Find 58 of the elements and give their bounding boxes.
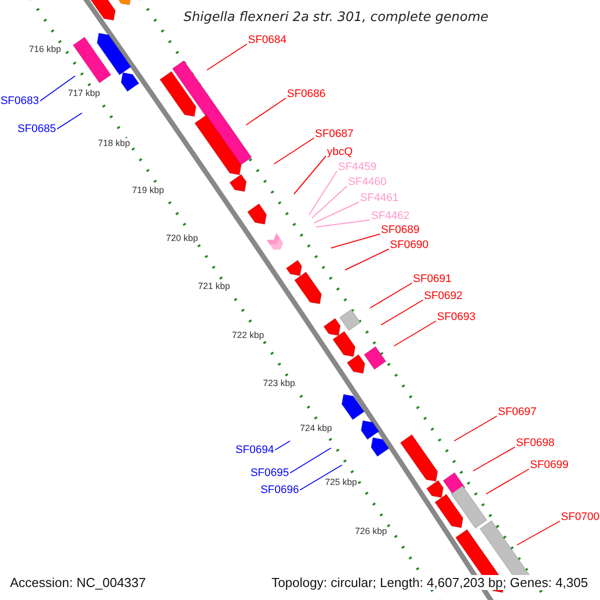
gene-label: SF4459 bbox=[337, 161, 378, 173]
leader-line bbox=[330, 234, 380, 248]
gene-label: SF4462 bbox=[370, 210, 411, 222]
scale-label: 722 kbp bbox=[232, 330, 264, 340]
gene-label: SF4461 bbox=[359, 192, 400, 204]
leader-line bbox=[274, 440, 290, 450]
map-title: Shigella flexneri 2a str. 301, complete genome bbox=[184, 10, 488, 25]
gene-label: SF0692 bbox=[423, 290, 464, 302]
leader-line bbox=[40, 76, 76, 102]
scale-label: 716 kbp bbox=[28, 44, 62, 54]
scale-label: 721 kbp bbox=[198, 281, 230, 291]
leader-line bbox=[516, 520, 560, 546]
gene-label: SF0686 bbox=[286, 88, 327, 100]
gene-label: SF0691 bbox=[412, 273, 453, 285]
gene-label: SF0696 bbox=[259, 484, 300, 496]
scale-label: 726 kbp bbox=[354, 526, 388, 536]
leader-line bbox=[294, 156, 326, 194]
gene-label: ybcQ bbox=[326, 146, 354, 158]
gene-label: SF0693 bbox=[436, 311, 477, 323]
gene-label: SF0700 bbox=[560, 511, 600, 523]
leader-line bbox=[290, 448, 332, 474]
gene-label: SF0699 bbox=[529, 459, 570, 471]
gene-label: SF0683 bbox=[0, 95, 40, 107]
gene-label: SF0690 bbox=[389, 239, 430, 251]
gene-label: SF0684 bbox=[247, 34, 288, 46]
scale-label: 723 kbp bbox=[262, 378, 296, 388]
scale-label: 720 kbp bbox=[166, 233, 198, 243]
leader-line bbox=[394, 320, 436, 346]
gene-label: SF0694 bbox=[234, 444, 275, 456]
leader-line bbox=[316, 220, 370, 228]
gene-label: SF0695 bbox=[249, 467, 290, 479]
leader-line bbox=[472, 446, 516, 472]
leader-line bbox=[344, 248, 390, 270]
gene-label: SF0698 bbox=[515, 437, 556, 449]
gene-label: SF0685 bbox=[16, 123, 57, 135]
leader-line bbox=[454, 416, 498, 442]
leader-line bbox=[308, 170, 338, 216]
accession-text: Accession: NC_004337 bbox=[8, 575, 148, 590]
leader-line bbox=[486, 468, 530, 494]
gene-label: SF0689 bbox=[380, 224, 421, 236]
leader-line bbox=[370, 282, 412, 308]
leader-line bbox=[314, 202, 360, 224]
scale-label: 725 kbp bbox=[324, 477, 358, 487]
leader-line bbox=[246, 98, 286, 126]
gene-label: SF4460 bbox=[347, 176, 388, 188]
scale-label: 724 kbp bbox=[300, 423, 332, 433]
gene-label: SF0687 bbox=[314, 128, 355, 140]
leader-line bbox=[380, 300, 424, 326]
scale-label: 717 kbp bbox=[68, 88, 100, 98]
leader-line bbox=[56, 112, 82, 130]
genome-info-text: Topology: circular; Length: 4,607,203 bp; Genes: 4,305 bbox=[269, 575, 590, 590]
leader-line bbox=[300, 464, 342, 490]
leader-line bbox=[312, 186, 348, 218]
leader-line bbox=[274, 138, 314, 164]
scale-label: 718 kbp bbox=[98, 138, 130, 148]
scale-label: 719 kbp bbox=[132, 185, 164, 195]
leader-line bbox=[206, 44, 248, 70]
gene-label: SF0697 bbox=[497, 406, 538, 418]
